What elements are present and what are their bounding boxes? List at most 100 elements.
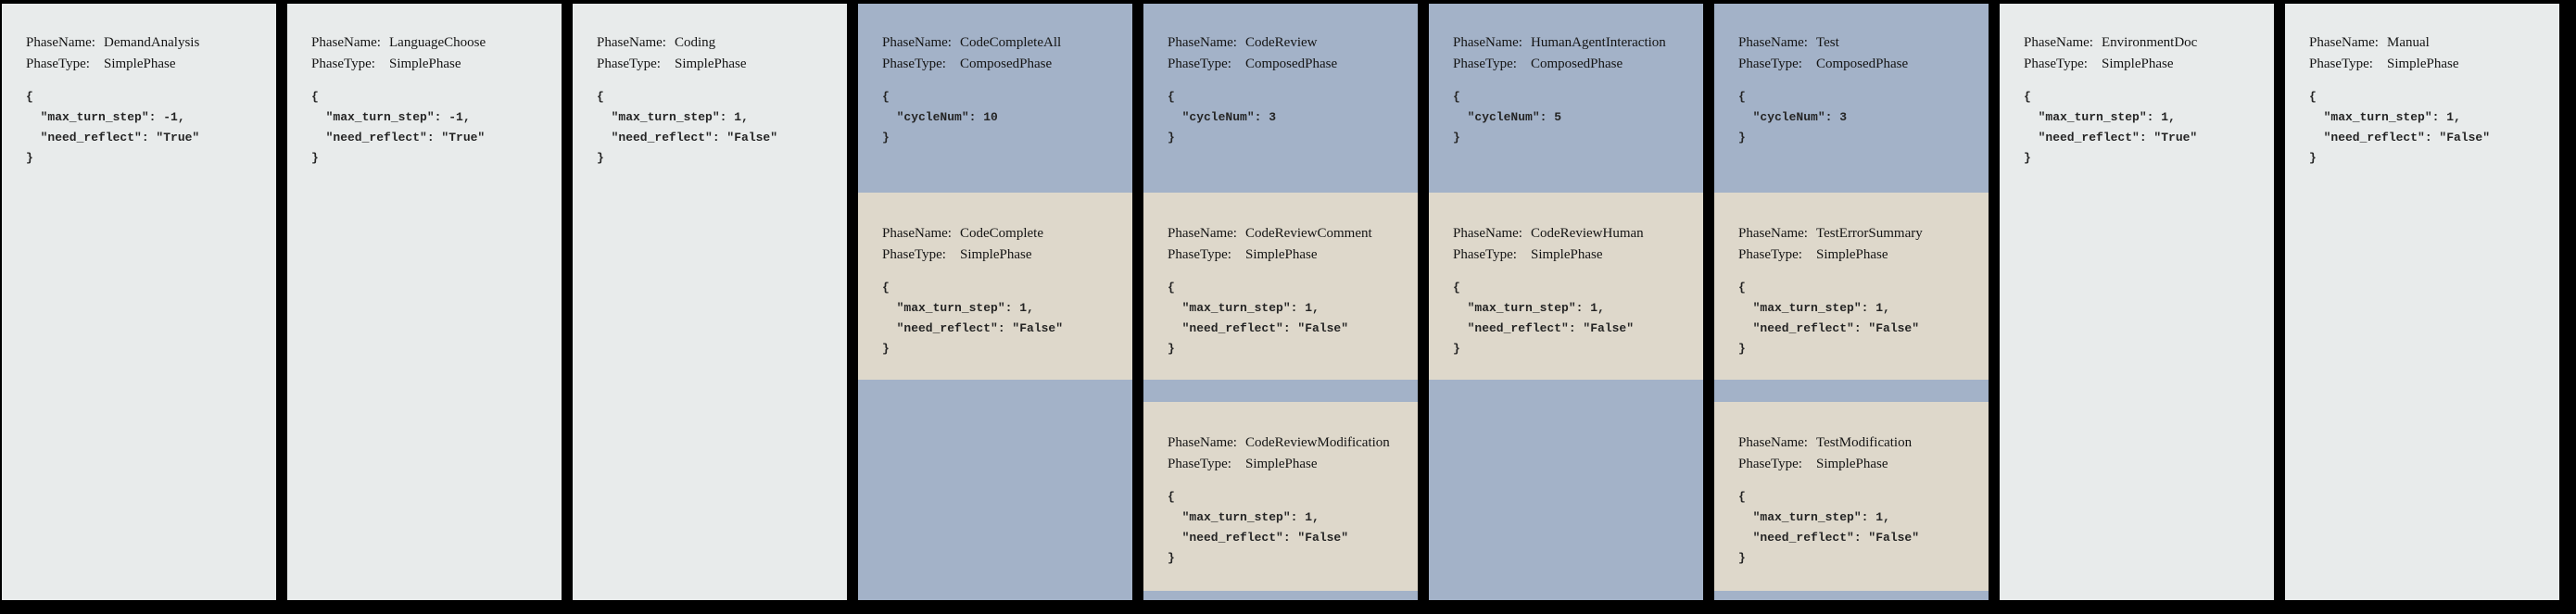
phase-type-value: ComposedPhase [1531,56,1623,71]
phase-config-json: { "max_turn_step": 1, "need_reflect": "F… [1168,281,1349,356]
phase-name-value: HumanAgentInteraction [1531,35,1666,50]
phase-type-label: PhaseType: [597,56,661,71]
phase-config-json: { "max_turn_step": 1, "need_reflect": "F… [882,281,1064,356]
phase-name-label: PhaseName: [1738,35,1808,50]
phase-type-label: PhaseType: [1168,457,1231,471]
phase-card-code-review: PhaseName: CodeReview PhaseType: Compose… [1143,4,1418,600]
phase-type-label: PhaseType: [2309,56,2373,71]
phase-name-label: PhaseName: [1168,226,1237,241]
phase-name-row: PhaseName: CodeReview [1168,32,1407,54]
phase-name-value: TestModification [1816,435,1913,450]
phase-name-label: PhaseName: [1453,226,1522,241]
phase-section: PhaseName: Manual PhaseType: SimplePhase… [2285,4,2559,169]
phase-type-label: PhaseType: [1738,247,1802,262]
phase-section: PhaseName: EnvironmentDoc PhaseType: Sim… [2000,4,2274,169]
phase-type-label: PhaseType: [2024,56,2088,71]
phase-type-label: PhaseType: [882,56,946,71]
phase-card-demand-analysis: PhaseName: DemandAnalysis PhaseType: Sim… [2,4,276,600]
phase-type-value: SimplePhase [1816,247,1888,262]
phase-section: PhaseName: LanguageChoose PhaseType: Sim… [287,4,562,169]
phase-name-value: CodeReviewComment [1245,226,1372,241]
nested-phase-card-test-error-summary: PhaseName: TestErrorSummary PhaseType: S… [1714,193,1989,380]
phase-type-row: PhaseType: SimplePhase [311,54,550,75]
phase-name-row: PhaseName: Coding [597,32,836,54]
phase-card-test: PhaseName: Test PhaseType: ComposedPhase… [1714,4,1989,600]
phase-name-row: PhaseName: DemandAnalysis [26,32,265,54]
phase-name-row: PhaseName: CodeReviewModification [1168,432,1407,454]
phase-section: PhaseName: DemandAnalysis PhaseType: Sim… [2,4,276,169]
phase-type-row: PhaseType: SimplePhase [597,54,836,75]
phase-name-label: PhaseName: [1453,35,1522,50]
nested-phase-card-test-modification: PhaseName: TestModification PhaseType: S… [1714,402,1989,591]
phase-type-row: PhaseType: ComposedPhase [882,54,1121,75]
phase-name-value: Manual [2387,35,2430,50]
phase-name-row: PhaseName: Manual [2309,32,2548,54]
phase-type-label: PhaseType: [1168,56,1231,71]
phase-type-row: PhaseType: SimplePhase [1453,244,1692,266]
phase-type-value: SimplePhase [2387,56,2459,71]
phase-type-label: PhaseType: [1168,247,1231,262]
phase-name-row: PhaseName: TestErrorSummary [1738,223,1977,244]
phase-name-label: PhaseName: [2024,35,2093,50]
phase-name-label: PhaseName: [597,35,666,50]
phase-name-row: PhaseName: Test [1738,32,1977,54]
phase-config-json: { "max_turn_step": -1, "need_reflect": "… [311,90,486,165]
phase-name-value: CodeComplete [960,226,1043,241]
phase-type-value: SimplePhase [104,56,176,71]
nested-phase-card-code-complete: PhaseName: CodeComplete PhaseType: Simpl… [858,193,1132,380]
phase-type-label: PhaseType: [1738,56,1802,71]
phase-type-row: PhaseType: ComposedPhase [1168,54,1407,75]
phase-config-json: { "max_turn_step": 1, "need_reflect": "F… [1168,490,1349,565]
phase-type-row: PhaseType: SimplePhase [2024,54,2263,75]
phase-type-row: PhaseType: ComposedPhase [1453,54,1692,75]
phase-name-label: PhaseName: [1738,435,1808,450]
phase-name-label: PhaseName: [1168,435,1237,450]
phase-type-label: PhaseType: [1453,56,1517,71]
phase-type-label: PhaseType: [882,247,946,262]
phase-section: PhaseName: Coding PhaseType: SimplePhase… [573,4,847,169]
phase-type-row: PhaseType: SimplePhase [1168,454,1407,475]
phase-type-value: SimplePhase [1531,247,1603,262]
phase-name-value: CodeCompleteAll [960,35,1062,50]
phase-name-row: PhaseName: LanguageChoose [311,32,550,54]
phase-type-label: PhaseType: [1738,457,1802,471]
phase-config-json: { "max_turn_step": 1, "need_reflect": "F… [597,90,778,165]
phase-name-label: PhaseName: [311,35,381,50]
phase-name-value: CodeReviewHuman [1531,226,1644,241]
phase-config-json: { "max_turn_step": 1, "need_reflect": "F… [1453,281,1635,356]
phase-card-manual: PhaseName: Manual PhaseType: SimplePhase… [2285,4,2559,600]
phase-type-label: PhaseType: [26,56,90,71]
phase-type-value: SimplePhase [1816,457,1888,471]
phase-type-value: ComposedPhase [1816,56,1909,71]
phase-name-row: PhaseName: HumanAgentInteraction [1453,32,1692,54]
phase-name-row: PhaseName: CodeComplete [882,223,1121,244]
phase-card-human-agent-interaction: PhaseName: HumanAgentInteraction PhaseTy… [1429,4,1703,600]
phase-name-value: DemandAnalysis [104,35,200,50]
nested-phase-card-code-review-human: PhaseName: CodeReviewHuman PhaseType: Si… [1429,193,1703,380]
phase-type-label: PhaseType: [1453,247,1517,262]
phase-type-value: SimplePhase [2102,56,2174,71]
phase-type-value: SimplePhase [1245,457,1318,471]
phase-name-label: PhaseName: [882,226,952,241]
phase-name-row: PhaseName: CodeReviewHuman [1453,223,1692,244]
phase-name-value: Coding [675,35,716,50]
phase-name-label: PhaseName: [26,35,95,50]
phase-type-value: ComposedPhase [960,56,1053,71]
phase-type-value: SimplePhase [960,247,1032,262]
phase-type-label: PhaseType: [311,56,375,71]
phase-type-value: SimplePhase [389,56,461,71]
phase-config-json: { "max_turn_step": 1, "need_reflect": "T… [2024,90,2198,165]
phase-name-row: PhaseName: EnvironmentDoc [2024,32,2263,54]
phase-config-json: { "cycleNum": 3 } [1738,90,1848,144]
phase-name-label: PhaseName: [1738,226,1808,241]
phase-config-json: { "max_turn_step": 1, "need_reflect": "F… [1738,490,1920,565]
phase-card-language-choose: PhaseName: LanguageChoose PhaseType: Sim… [287,4,562,600]
phase-name-row: PhaseName: CodeReviewComment [1168,223,1407,244]
phase-config-json: { "cycleNum": 10 } [882,90,998,144]
nested-phase-card-code-review-comment: PhaseName: CodeReviewComment PhaseType: … [1143,193,1418,380]
phase-type-row: PhaseType: ComposedPhase [1738,54,1977,75]
phase-name-value: Test [1816,35,1839,50]
phase-card-code-complete-all: PhaseName: CodeCompleteAll PhaseType: Co… [858,4,1132,600]
phase-config-json: { "max_turn_step": 1, "need_reflect": "F… [1738,281,1920,356]
